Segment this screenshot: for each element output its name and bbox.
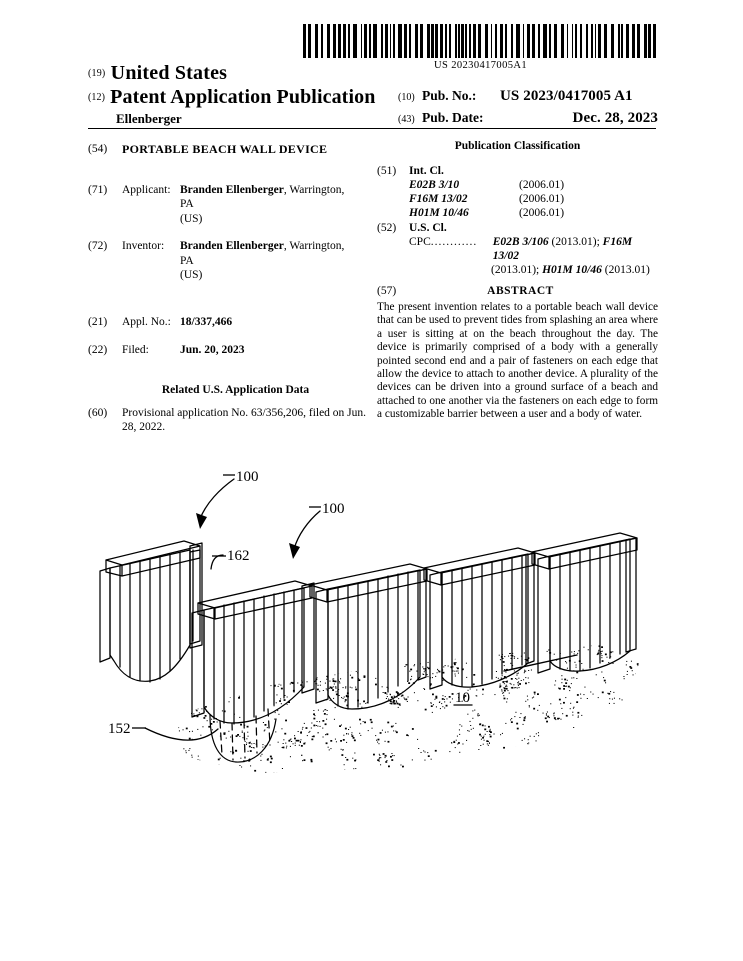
reference-numerals: 100 100 162 152 10: [108, 469, 470, 737]
int-cl-year: (2006.01): [519, 193, 565, 205]
patent-figure: 100 100 162 152 10: [80, 455, 680, 805]
ref-10: 10: [455, 690, 470, 706]
inventor-country: (US): [180, 269, 203, 281]
code-12: (12): [88, 92, 106, 103]
invention-title: PORTABLE BEACH WALL DEVICE: [122, 142, 328, 156]
cpc-class-2: F16M 13/02: [492, 236, 633, 262]
inventor-name: Branden Ellenberger: [180, 240, 284, 252]
applicant-body: Applicant: Branden Ellenberger, Warringto…: [122, 183, 373, 227]
header-divider: [88, 128, 656, 129]
pub-number-value: US 2023/0417005 A1: [500, 88, 633, 104]
bibliographic-left-column: (54) PORTABLE BEACH WALL DEVICE (71) App…: [88, 142, 373, 448]
document-header: (19) United States (12) Patent Applicati…: [88, 62, 658, 128]
code-57: (57): [377, 285, 397, 297]
appl-no-value: 18/337,466: [180, 315, 233, 328]
appl-no-label: Appl. No.:: [122, 315, 171, 328]
cpc-class-3: H01M 10/46: [542, 264, 602, 276]
code-54: (54): [88, 143, 108, 155]
cpc-dot-leader: ............: [430, 236, 478, 248]
field-appl-no: (21) Appl. No.: 18/337,466: [88, 315, 373, 330]
filed-body: Filed: Jun. 20, 2023: [122, 343, 373, 358]
code-52: (52): [377, 222, 397, 234]
applicant-address: , Warrington, PA: [180, 183, 345, 211]
applicant-name: Branden Ellenberger: [180, 183, 284, 196]
pub-date-row: (43) Pub. Date: Dec. 28, 2023: [398, 108, 660, 130]
cpc-date-1: (2013.01);: [548, 236, 603, 248]
int-cl-rows: E02B 3/10(2006.01)F16M 13/02(2006.01)H01…: [409, 178, 658, 220]
abstract-heading: ABSTRACT: [487, 285, 554, 297]
code-72: (72): [88, 240, 108, 252]
int-cl-label: Int. Cl.: [409, 165, 444, 177]
int-cl-row: F16M 13/02 (2006.01): [409, 192, 658, 206]
int-cl-year: (2006.01): [519, 207, 565, 219]
cpc-continuation: (2013.01); H01M 10/46 (2013.01): [409, 263, 658, 277]
barcode-block: US 20230417005A1: [303, 24, 658, 72]
header-right: (10) Pub. No.: US 2023/0417005 A1 (43) P…: [398, 86, 660, 130]
code-60: (60): [88, 406, 108, 419]
code-21: (21): [88, 315, 108, 328]
pub-number-label: Pub. No.:: [422, 88, 477, 103]
inventor-body: Inventor: Branden Ellenberger, Warrington…: [122, 239, 373, 283]
bibliographic-right-column: Publication Classification (51) Int. Cl.…: [377, 140, 658, 422]
barcode-image: [303, 24, 656, 58]
code-22: (22): [88, 344, 108, 356]
int-cl-row: E02B 3/10 (2006.01): [409, 178, 658, 192]
abstract-text: The present invention relates to a porta…: [377, 301, 658, 421]
field-inventor: (72) Inventor: Branden Ellenberger, Warri…: [88, 239, 373, 283]
pub-date-value: Dec. 28, 2023: [572, 110, 658, 126]
us-cl-body: U.S. Cl. CPC ............ E02B 3/106 (20…: [409, 221, 658, 277]
pub-number-row: (10) Pub. No.: US 2023/0417005 A1: [398, 86, 660, 108]
inventor-label: Inventor:: [122, 240, 165, 252]
us-cl-label: U.S. Cl.: [409, 222, 447, 234]
barcode-number: US 20230417005A1: [433, 60, 528, 71]
doctype-line: (12) Patent Application Publication: [88, 85, 658, 110]
code-19: (19): [88, 68, 106, 79]
cpc-value-first: E02B 3/106 (2013.01); F16M 13/02: [493, 235, 658, 263]
field-us-cl: (52) U.S. Cl. CPC ............ E02B 3/10…: [377, 221, 658, 277]
applicant-label: Applicant:: [122, 183, 171, 196]
applicant-value: Branden Ellenberger, Warrington, PA(US): [180, 183, 358, 227]
int-cl-body: Int. Cl. E02B 3/10 (2006.01) F16M 13/02 (20…: [409, 164, 658, 220]
int-cl-year: (2006.01): [519, 179, 565, 191]
int-cl-row: H01M 10/46 (2006.01): [409, 206, 658, 220]
related-data-heading: Related U.S. Application Data: [161, 383, 310, 396]
field-filed: (22) Filed: Jun. 20, 2023: [88, 343, 373, 358]
doctype-name: Patent Application Publication: [110, 86, 376, 108]
int-cl-code: F16M 13/02: [409, 193, 468, 205]
provisional-text: Provisional application No. 63/356,206, …: [122, 406, 367, 434]
cpc-date-3: (2013.01): [601, 264, 650, 276]
cpc-label: CPC: [409, 236, 431, 248]
publication-classification-heading: Publication Classification: [454, 140, 581, 152]
pub-date-label: Pub. Date:: [422, 110, 484, 125]
ref-162: 162: [227, 548, 250, 564]
code-10: (10): [398, 92, 415, 103]
field-provisional: (60) Provisional application No. 63/356,…: [88, 406, 373, 435]
field-applicant: (71) Applicant: Branden Ellenberger, Warr…: [88, 183, 373, 227]
field-title: (54) PORTABLE BEACH WALL DEVICE: [88, 142, 373, 157]
code-43: (43): [398, 114, 415, 125]
country-name: United States: [110, 62, 228, 84]
author-name: Ellenberger: [116, 111, 182, 126]
code-71: (71): [88, 183, 108, 196]
applicant-country: (US): [180, 212, 203, 225]
beach-wall-drawing: 100 100 162 152 10: [99, 469, 640, 773]
field-int-cl: (51) Int. Cl. E02B 3/10(2006.01)F16M 13/…: [377, 164, 658, 220]
appl-no-body: Appl. No.: 18/337,466: [122, 315, 373, 330]
ref-100-right: 100: [322, 501, 345, 517]
abstract-header-row: (57) ABSTRACT: [377, 285, 658, 297]
inventor-address: , Warrington, PA: [180, 240, 345, 267]
int-cl-code: H01M 10/46: [409, 207, 469, 219]
inventor-value: Branden Ellenberger, Warrington, PA (US): [180, 239, 358, 283]
cpc-line: CPC ............ E02B 3/106 (2013.01); F…: [409, 235, 658, 263]
ref-100-left: 100: [236, 469, 259, 485]
code-51: (51): [377, 165, 397, 177]
header-left: (19) United States (12) Patent Applicati…: [88, 62, 658, 128]
cpc-class-1: E02B 3/106: [492, 236, 549, 248]
filed-label: Filed:: [122, 344, 149, 356]
cpc-date-2: (2013.01);: [491, 264, 543, 276]
filed-value: Jun. 20, 2023: [180, 344, 245, 356]
int-cl-code: E02B 3/10: [409, 179, 460, 191]
country-line: (19) United States: [88, 62, 658, 85]
ref-152: 152: [108, 721, 131, 737]
